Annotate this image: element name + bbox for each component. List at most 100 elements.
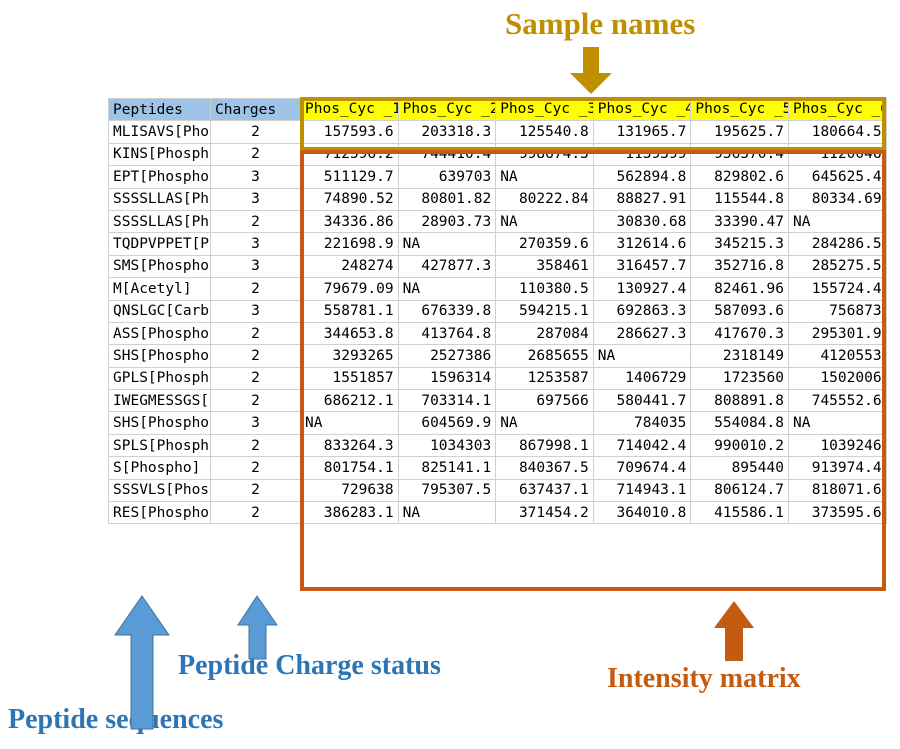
peptide-sequence-cell[interactable]: SSSSLLAS[Phospho] [108, 209, 211, 234]
intensity-cell[interactable]: 80334.69 [787, 187, 887, 211]
peptide-charge-cell[interactable]: 2 [210, 277, 301, 301]
intensity-cell[interactable]: NA [495, 209, 594, 234]
intensity-cell[interactable]: 867998.1 [495, 433, 594, 458]
intensity-cell[interactable]: 825141.1 [397, 456, 497, 480]
intensity-cell[interactable]: NA [495, 165, 594, 189]
peptide-charge-cell[interactable]: 3 [210, 232, 301, 256]
column-header-peptides[interactable]: Peptides [108, 97, 211, 122]
intensity-cell[interactable]: NA [300, 411, 399, 435]
peptide-intensity-spreadsheet[interactable]: Peptides Charges Phos_Cyc _1 Phos_Cyc _2… [108, 97, 887, 525]
intensity-cell[interactable]: 511129.7 [300, 165, 399, 189]
column-header-phos-cyc-3[interactable]: Phos_Cyc _3 [495, 97, 594, 122]
intensity-cell[interactable]: 80801.82 [397, 187, 497, 211]
intensity-cell[interactable]: 345215.3 [690, 232, 789, 256]
intensity-cell[interactable]: 316457.7 [592, 254, 692, 279]
intensity-cell[interactable]: 131965.7 [592, 120, 692, 144]
peptide-charge-cell[interactable]: 2 [210, 344, 301, 368]
intensity-cell[interactable]: 287084 [495, 321, 594, 346]
intensity-cell[interactable]: 990010.2 [690, 433, 789, 458]
intensity-cell[interactable]: 744410.4 [397, 142, 497, 167]
intensity-cell[interactable]: 30830.68 [592, 209, 692, 234]
intensity-cell[interactable]: 295301.9 [787, 321, 887, 346]
intensity-cell[interactable]: 82461.96 [690, 277, 789, 301]
intensity-cell[interactable]: 415586.1 [690, 501, 789, 525]
intensity-cell[interactable]: 358461 [495, 254, 594, 279]
intensity-cell[interactable]: 833264.3 [300, 433, 399, 458]
intensity-cell[interactable]: 562894.8 [592, 165, 692, 189]
intensity-cell[interactable]: 110380.5 [495, 277, 594, 301]
intensity-cell[interactable]: 195625.7 [690, 120, 789, 144]
column-header-phos-cyc-2[interactable]: Phos_Cyc _2 [397, 97, 497, 122]
intensity-cell[interactable]: 74890.52 [300, 187, 399, 211]
peptide-charge-cell[interactable]: 2 [210, 321, 301, 346]
peptide-sequence-cell[interactable]: S[Phospho] [108, 456, 211, 480]
intensity-cell[interactable]: 286627.3 [592, 321, 692, 346]
intensity-cell[interactable]: 580441.7 [592, 389, 692, 413]
intensity-cell[interactable]: 913974.4 [787, 456, 887, 480]
intensity-cell[interactable]: 79679.09 [300, 277, 399, 301]
intensity-cell[interactable]: 756873 [787, 299, 887, 323]
intensity-cell[interactable]: 270359.6 [495, 232, 594, 256]
intensity-cell[interactable]: 1723560 [690, 366, 789, 391]
peptide-sequence-cell[interactable]: SMS[Phospho] [108, 254, 211, 279]
intensity-cell[interactable]: 285275.5 [787, 254, 887, 279]
intensity-cell[interactable]: 604569.9 [397, 411, 497, 435]
intensity-cell[interactable]: 697566 [495, 389, 594, 413]
intensity-cell[interactable]: 373595.6 [787, 501, 887, 525]
column-header-phos-cyc-5[interactable]: Phos_Cyc _5 [690, 97, 789, 122]
intensity-cell[interactable]: 895440 [690, 456, 789, 480]
intensity-cell[interactable]: 818071.6 [787, 478, 887, 503]
intensity-cell[interactable]: 2685655 [495, 344, 594, 368]
intensity-cell[interactable]: 427877.3 [397, 254, 497, 279]
peptide-sequence-cell[interactable]: IWEGMESSGS[Phospho] [108, 389, 211, 413]
intensity-cell[interactable]: 692863.3 [592, 299, 692, 323]
intensity-cell[interactable]: NA [397, 232, 497, 256]
intensity-cell[interactable]: 795307.5 [397, 478, 497, 503]
peptide-sequence-cell[interactable]: RES[Phospho] [108, 501, 211, 525]
peptide-charge-cell[interactable]: 2 [210, 209, 301, 234]
intensity-cell[interactable]: 998674.3 [495, 142, 594, 167]
intensity-cell[interactable]: 284286.5 [787, 232, 887, 256]
peptide-sequence-cell[interactable]: SHS[Phospho] [108, 344, 211, 368]
peptide-charge-cell[interactable]: 3 [210, 254, 301, 279]
intensity-cell[interactable]: 386283.1 [300, 501, 399, 525]
peptide-charge-cell[interactable]: 2 [210, 120, 301, 144]
intensity-cell[interactable]: 130927.4 [592, 277, 692, 301]
peptide-charge-cell[interactable]: 3 [210, 299, 301, 323]
peptide-charge-cell[interactable]: 2 [210, 366, 301, 391]
intensity-cell[interactable]: 2318149 [690, 344, 789, 368]
peptide-charge-cell[interactable]: 2 [210, 142, 301, 167]
peptide-charge-cell[interactable]: 2 [210, 478, 301, 503]
intensity-cell[interactable]: 714042.4 [592, 433, 692, 458]
intensity-cell[interactable]: 1551857 [300, 366, 399, 391]
intensity-cell[interactable]: 1139399 [592, 142, 692, 167]
intensity-cell[interactable]: 34336.86 [300, 209, 399, 234]
intensity-cell[interactable]: 712596.2 [300, 142, 399, 167]
intensity-cell[interactable]: 686212.1 [300, 389, 399, 413]
peptide-charge-cell[interactable]: 3 [210, 411, 301, 435]
peptide-sequence-cell[interactable]: M[Acetyl] [108, 277, 211, 301]
intensity-cell[interactable]: 115544.8 [690, 187, 789, 211]
peptide-charge-cell[interactable]: 3 [210, 165, 301, 189]
intensity-cell[interactable]: 155724.4 [787, 277, 887, 301]
intensity-cell[interactable]: 806124.7 [690, 478, 789, 503]
column-header-phos-cyc-6[interactable]: Phos_Cyc _6 [787, 97, 887, 122]
intensity-cell[interactable]: NA [397, 501, 497, 525]
column-header-phos-cyc-4[interactable]: Phos_Cyc _4 [592, 97, 692, 122]
peptide-sequence-cell[interactable]: SPLS[Phospho] [108, 433, 211, 458]
intensity-cell[interactable]: 956570.4 [690, 142, 789, 167]
intensity-cell[interactable]: 2527386 [397, 344, 497, 368]
intensity-cell[interactable]: 344653.8 [300, 321, 399, 346]
intensity-cell[interactable]: 829802.6 [690, 165, 789, 189]
intensity-cell[interactable]: 312614.6 [592, 232, 692, 256]
peptide-sequence-cell[interactable]: TQDPVPPET[Phospho] [108, 232, 211, 256]
intensity-cell[interactable]: NA [787, 411, 887, 435]
intensity-cell[interactable]: 703314.1 [397, 389, 497, 413]
peptide-sequence-cell[interactable]: MLISAVS[Phospho] [108, 120, 211, 144]
peptide-charge-cell[interactable]: 3 [210, 187, 301, 211]
peptide-sequence-cell[interactable]: SHS[Phospho] [108, 411, 211, 435]
peptide-sequence-cell[interactable]: QNSLGC[Carbamidomethyl] [108, 299, 211, 323]
peptide-sequence-cell[interactable]: GPLS[Phospho] [108, 366, 211, 391]
intensity-cell[interactable]: 248274 [300, 254, 399, 279]
intensity-cell[interactable]: 808891.8 [690, 389, 789, 413]
